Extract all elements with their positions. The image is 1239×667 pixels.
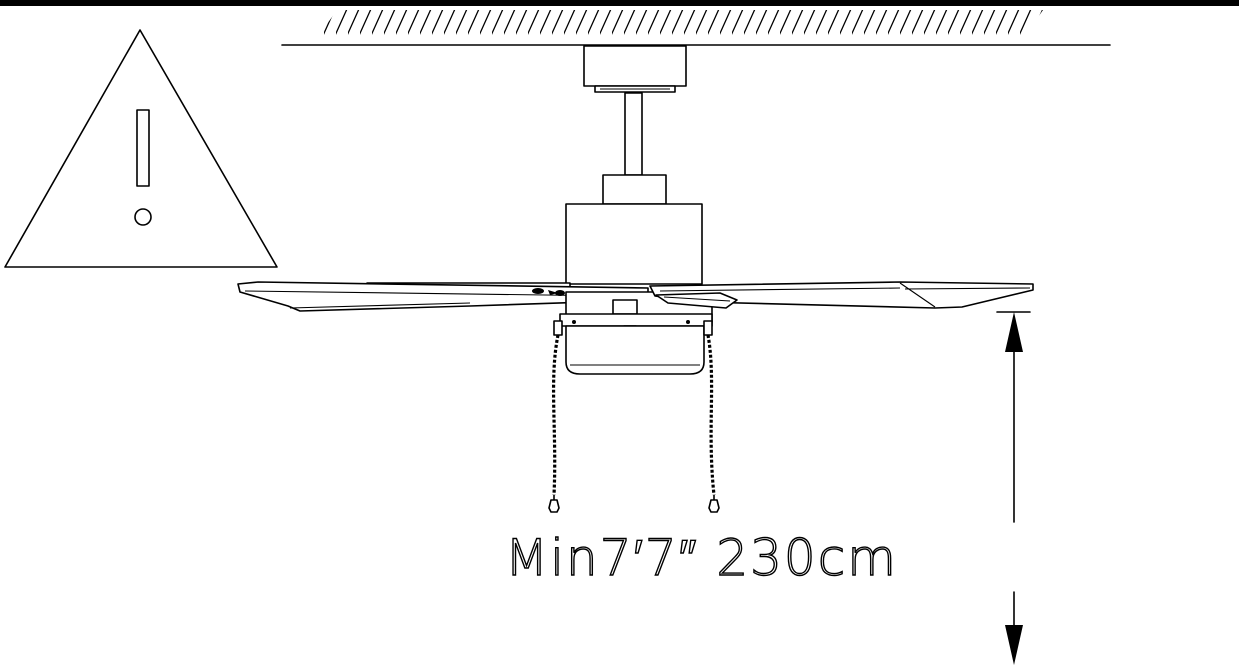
fan-blade-right [649,281,1034,309]
fan-light-kit [553,313,713,375]
pull-chain-left [548,334,560,513]
pull-chain-right [706,334,720,513]
fan-canopy [583,45,687,87]
warning-icon [4,29,278,268]
clearance-label: Min7′7″ 230cm [505,529,898,587]
dimension-arrow [996,311,1031,665]
ceiling [281,10,1111,46]
fan-blade-left [237,281,649,312]
top-border [0,0,1239,6]
fan-downrod [624,92,643,176]
ceiling-fan [237,45,1034,513]
fan-motor-housing [565,203,703,285]
